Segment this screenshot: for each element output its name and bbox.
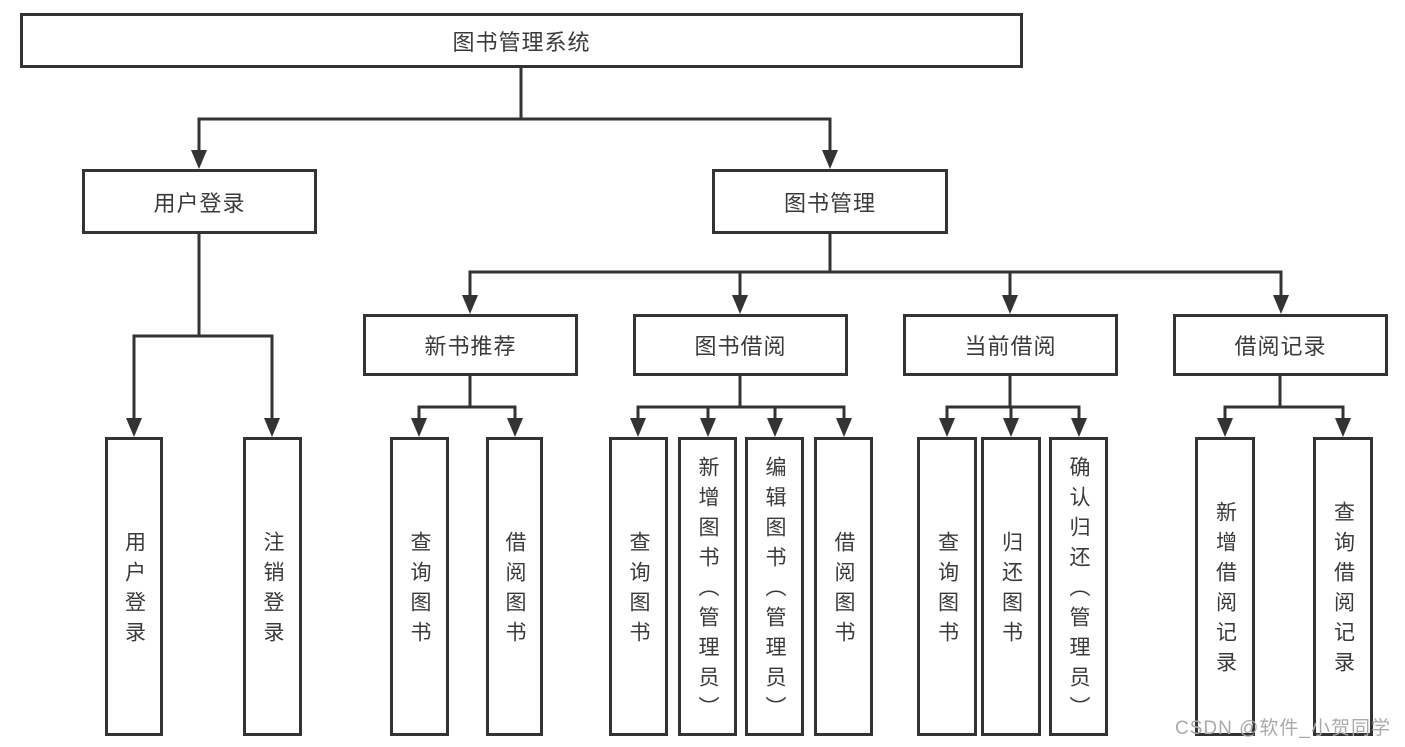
node-book-management-label: 图书管理 bbox=[783, 190, 876, 216]
csdn-watermark: CSDN @软件_小贺同学 bbox=[1175, 718, 1391, 739]
leaf-user-login: 用户登录 bbox=[105, 437, 163, 736]
node-root-label: 图书管理系统 bbox=[452, 29, 591, 55]
node-current-borrow: 当前借阅 bbox=[903, 314, 1118, 376]
node-book-management: 图书管理 bbox=[712, 169, 948, 234]
leaf-confirm-return-admin-label: 确认归还（管理员） bbox=[1067, 456, 1090, 726]
leaf-newrec-borrow-book: 借阅图书 bbox=[486, 437, 543, 736]
node-current-borrow-label: 当前借阅 bbox=[964, 334, 1057, 359]
leaf-user-login-label: 用户登录 bbox=[122, 531, 146, 651]
node-book-borrow: 图书借阅 bbox=[633, 314, 848, 376]
leaf-borrow-book: 借阅图书 bbox=[814, 437, 873, 736]
leaf-logout: 注销登录 bbox=[243, 437, 302, 736]
leaf-add-book-admin-label: 新增图书（管理员） bbox=[696, 456, 719, 726]
leaf-return-book-label: 归还图书 bbox=[999, 531, 1023, 651]
node-borrow-record-label: 借阅记录 bbox=[1234, 334, 1327, 359]
leaf-edit-book-admin: 编辑图书（管理员） bbox=[745, 437, 804, 736]
leaf-add-book-admin: 新增图书（管理员） bbox=[678, 437, 737, 736]
leaf-current-query-book: 查询图书 bbox=[917, 437, 977, 736]
leaf-query-borrow-record: 查询借阅记录 bbox=[1313, 437, 1373, 736]
leaf-newrec-borrow-book-label: 借阅图书 bbox=[503, 531, 526, 651]
leaf-logout-label: 注销登录 bbox=[261, 531, 284, 651]
leaf-borrow-book-label: 借阅图书 bbox=[832, 531, 855, 651]
leaf-confirm-return-admin: 确认归还（管理员） bbox=[1049, 437, 1108, 736]
node-borrow-record: 借阅记录 bbox=[1173, 314, 1388, 376]
node-user-login: 用户登录 bbox=[82, 169, 317, 234]
leaf-return-book: 归还图书 bbox=[981, 437, 1041, 736]
leaf-query-borrow-record-label: 查询借阅记录 bbox=[1331, 501, 1355, 681]
node-user-login-label: 用户登录 bbox=[153, 190, 246, 216]
leaf-borrow-query-book: 查询图书 bbox=[609, 437, 668, 736]
leaf-add-borrow-record: 新增借阅记录 bbox=[1195, 437, 1255, 736]
leaf-newrec-query-book-label: 查询图书 bbox=[408, 531, 431, 651]
node-book-borrow-label: 图书借阅 bbox=[694, 334, 787, 359]
node-new-book-recommend-label: 新书推荐 bbox=[424, 334, 517, 359]
leaf-add-borrow-record-label: 新增借阅记录 bbox=[1213, 501, 1237, 681]
leaf-borrow-query-book-label: 查询图书 bbox=[627, 531, 650, 651]
leaf-newrec-query-book: 查询图书 bbox=[390, 437, 449, 736]
node-root: 图书管理系统 bbox=[20, 13, 1023, 68]
leaf-edit-book-admin-label: 编辑图书（管理员） bbox=[763, 456, 786, 726]
node-new-book-recommend: 新书推荐 bbox=[363, 314, 578, 376]
leaf-current-query-book-label: 查询图书 bbox=[935, 531, 959, 651]
